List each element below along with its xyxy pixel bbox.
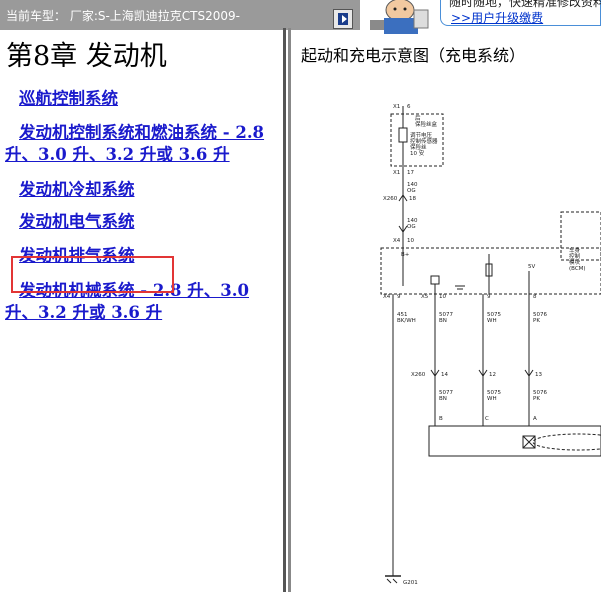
label-pin10: 10 <box>407 238 414 244</box>
label-bcm-2: 控制 <box>569 252 581 260</box>
toc-link-engine-electrical[interactable]: 发动机电气系统 <box>19 212 135 231</box>
label-pin9a: 9 <box>397 294 401 300</box>
label-pin13: 13 <box>535 372 542 378</box>
diagram-pane: 起动和充电示意图（充电系统） <box>293 34 601 592</box>
label-bplus: B+ <box>401 252 410 258</box>
label-bcm-1: 车身 <box>569 246 581 254</box>
label-pin9b: 9 <box>487 294 491 300</box>
label-w5076: 5076 <box>533 312 547 318</box>
label-x4: X4 <box>393 238 401 244</box>
label-x1-top: X1 <box>393 104 400 110</box>
next-button[interactable] <box>333 9 353 29</box>
promo-text: 随时随地，快速精准修改资料 <box>449 0 601 9</box>
top-bar: 当前车型： 厂家:S-上海凯迪拉克CTS2009- 随时随地，快速精准修改资料 … <box>0 0 601 34</box>
label-w5075bc: WH <box>487 396 497 402</box>
selection-highlight <box>11 256 174 293</box>
toc-link-cruise-control[interactable]: 巡航控制系统 <box>19 89 118 108</box>
label-x4-b: X4 <box>383 294 391 300</box>
label-bcm-4: (BCM) <box>569 266 586 272</box>
toc-pane: 第8章 发动机 巡航控制系统 发动机控制系统和燃油系统 - 2.8 升、3.0 … <box>0 34 283 592</box>
arrow-right-icon <box>338 13 348 25</box>
pane-border <box>288 28 291 592</box>
label-pin14: 14 <box>441 372 448 378</box>
label-bcm-3: 模块 <box>569 258 581 266</box>
label-fuse-desc-4: 10 安 <box>410 149 425 157</box>
label-w5076bc: PK <box>533 396 540 402</box>
label-w5077: 5077 <box>439 312 453 318</box>
current-car-strip: 当前车型： 厂家:S-上海凯迪拉克CTS2009- <box>0 0 360 30</box>
label-wire1-gauge: 140 <box>407 182 418 188</box>
label-w5077bc: BN <box>439 396 447 402</box>
label-x1-bottom: X1 <box>393 170 400 176</box>
label-pin18: 18 <box>409 196 416 202</box>
label-w5076c: PK <box>533 318 540 324</box>
toc-link-engine-cooling[interactable]: 发动机冷却系统 <box>19 180 135 199</box>
label-pin17: 17 <box>407 170 414 176</box>
toc-link-engine-exhaust[interactable]: 发动机排气系统 <box>19 246 135 265</box>
mascot-image <box>370 0 429 34</box>
label-ground: G201 <box>403 580 418 586</box>
label-wire2-color: OG <box>407 224 416 230</box>
label-fuse-box-2: 保险丝盒 <box>415 120 438 128</box>
current-car-label: 当前车型： 厂家:S-上海凯迪拉克CTS2009- <box>6 9 241 23</box>
label-w5075c: WH <box>487 318 497 324</box>
label-w5076b: 5076 <box>533 390 547 396</box>
label-pin-b: B <box>439 416 443 422</box>
label-pin-a: A <box>533 416 537 422</box>
chapter-title: 第8章 发动机 <box>6 41 167 72</box>
label-fuse-box: 后 <box>415 114 421 122</box>
label-wire1-color: OG <box>407 188 416 194</box>
label-pin10b: 10 <box>439 294 446 300</box>
label-pin8: 8 <box>533 294 537 300</box>
pane-splitter[interactable] <box>283 28 286 592</box>
label-fuse-desc-2: 控制传感器 <box>410 137 438 145</box>
toc-link-engine-mechanical[interactable]: 发动机机械系统 - 2.8 升、3.0 升、3.2 升或 3.6 升 <box>5 281 249 322</box>
label-fuse-desc-1: 调节电压 <box>410 131 433 139</box>
label-fuse-desc-3: 保险丝 <box>410 143 427 151</box>
promo-box: 随时随地，快速精准修改资料 >>用户升级缴费 <box>440 0 601 26</box>
label-x260-b: X260 <box>411 372 426 378</box>
label-w5075b: 5075 <box>487 390 501 396</box>
label-wire2-gauge: 140 <box>407 218 418 224</box>
wiring-diagram: X1 6 后 保险丝盒 调节电压 控制传感器 保险丝 10 安 X1 17 14… <box>380 104 601 586</box>
label-pin6: 6 <box>407 104 411 110</box>
toc-link-engine-control-fuel[interactable]: 发动机控制系统和燃油系统 - 2.8 升、3.0 升、3.2 升或 3.6 升 <box>5 123 265 164</box>
upgrade-link[interactable]: >>用户升级缴费 <box>451 11 544 25</box>
diagram-title: 起动和充电示意图（充电系统） <box>301 46 526 65</box>
label-w451c: BK/WH <box>397 318 416 324</box>
label-w451: 451 <box>397 312 408 318</box>
label-w5077b: 5077 <box>439 390 453 396</box>
label-w5077c: BN <box>439 318 447 324</box>
label-x260-a: X260 <box>383 196 398 202</box>
label-x5: X5 <box>421 294 429 300</box>
label-pin-c: C <box>485 416 489 422</box>
label-w5075: 5075 <box>487 312 501 318</box>
label-pin12: 12 <box>489 372 496 378</box>
label-5v: 5V <box>528 264 535 270</box>
